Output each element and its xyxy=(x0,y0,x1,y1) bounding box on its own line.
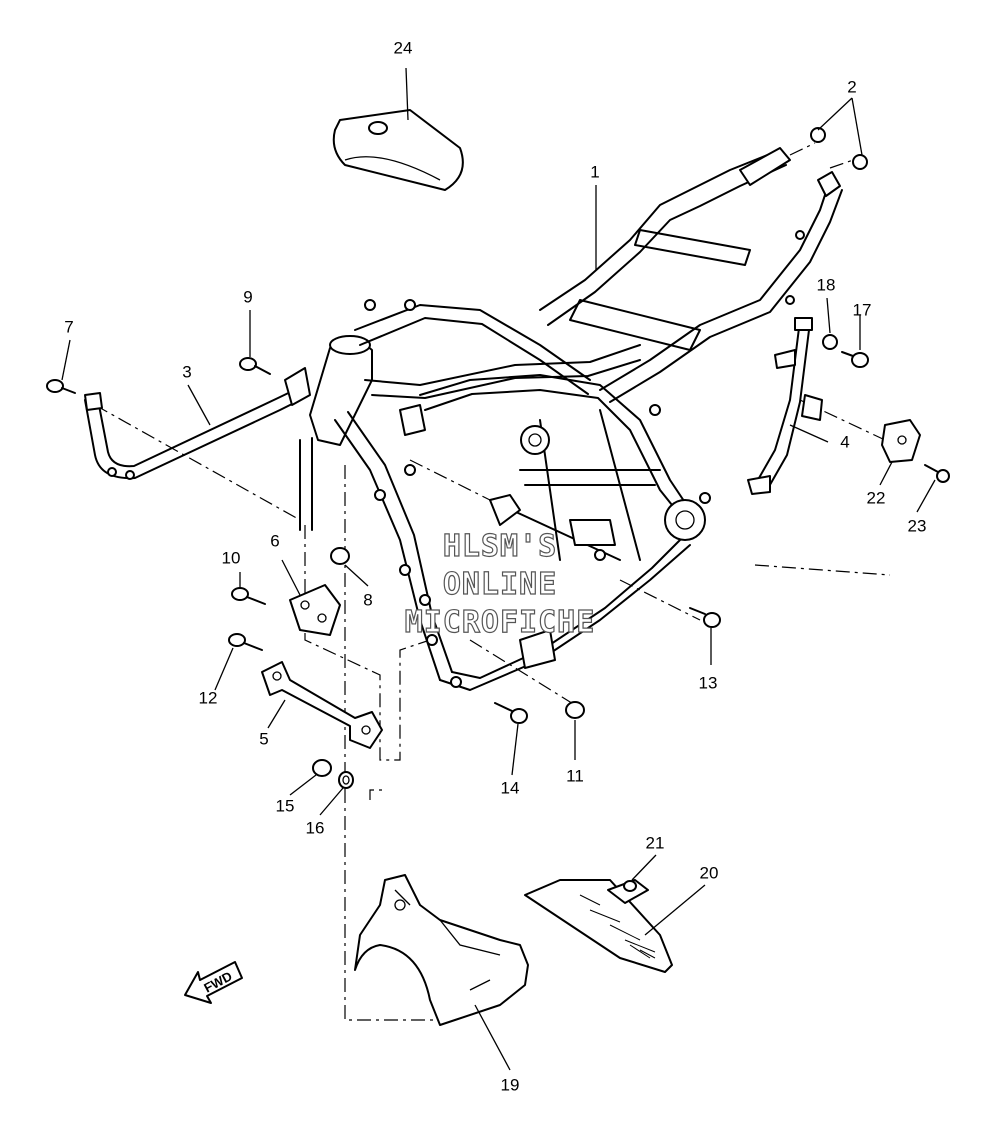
callout-11: 11 xyxy=(566,766,584,786)
callout-14: 14 xyxy=(500,778,520,798)
nuts xyxy=(312,334,838,789)
part-22-clamp xyxy=(881,419,921,463)
callout-15: 15 xyxy=(275,796,295,816)
callout-9: 9 xyxy=(243,287,253,307)
watermark-line-3: MICROFICHE xyxy=(404,605,596,640)
callout-5: 5 xyxy=(259,729,269,749)
part-19-cover xyxy=(354,874,529,1026)
part-7-bolt xyxy=(46,379,76,394)
part-23-bolt xyxy=(924,464,950,483)
part-17-bolt xyxy=(841,351,869,368)
callout-2: 2 xyxy=(847,77,857,97)
part-10-bolt xyxy=(231,587,266,605)
callout-6: 6 xyxy=(270,531,280,551)
part-12-bolt xyxy=(228,633,263,651)
part-11-nut xyxy=(565,701,585,719)
part-8-nut xyxy=(330,547,350,565)
part-21-grommet xyxy=(607,879,649,904)
part-3-front-bar xyxy=(84,367,311,480)
callout-24: 24 xyxy=(393,38,413,58)
callout-21: 21 xyxy=(645,833,665,853)
part-4-rear-stay xyxy=(747,317,823,495)
alignment-lines xyxy=(94,142,891,1021)
watermark-line-1: HLSM'S xyxy=(442,529,558,564)
part-5-bracket xyxy=(261,661,383,749)
callout-23: 23 xyxy=(907,516,927,536)
callout-8: 8 xyxy=(363,590,373,610)
part-6-plate xyxy=(289,584,341,636)
callout-10: 10 xyxy=(221,548,241,568)
callout-22: 22 xyxy=(866,488,886,508)
callout-4: 4 xyxy=(840,432,850,452)
part-13-bolt xyxy=(689,607,721,628)
main-frame xyxy=(299,147,843,691)
callout-7: 7 xyxy=(64,317,74,337)
part-18-washer xyxy=(822,334,838,350)
callout-18: 18 xyxy=(816,275,836,295)
part-16-washer xyxy=(338,771,354,789)
leader-lines xyxy=(61,67,936,1071)
watermark-line-2: ONLINE xyxy=(442,567,558,602)
part-9-bolt xyxy=(239,357,271,375)
callout-12: 12 xyxy=(198,688,218,708)
callout-20: 20 xyxy=(699,863,719,883)
part-14-bolt xyxy=(494,702,528,724)
callout-17: 17 xyxy=(852,300,872,320)
callout-19: 19 xyxy=(500,1075,520,1095)
callout-16: 16 xyxy=(305,818,325,838)
part-20-panel xyxy=(524,879,673,973)
part-15-collar xyxy=(312,759,332,777)
callout-13: 13 xyxy=(698,673,718,693)
part-2-caps xyxy=(810,127,868,170)
callout-1: 1 xyxy=(590,162,600,182)
part-24-pouch xyxy=(332,109,464,191)
callout-3: 3 xyxy=(182,362,192,382)
bolts xyxy=(46,351,950,724)
forward-arrow-icon xyxy=(184,961,243,1004)
